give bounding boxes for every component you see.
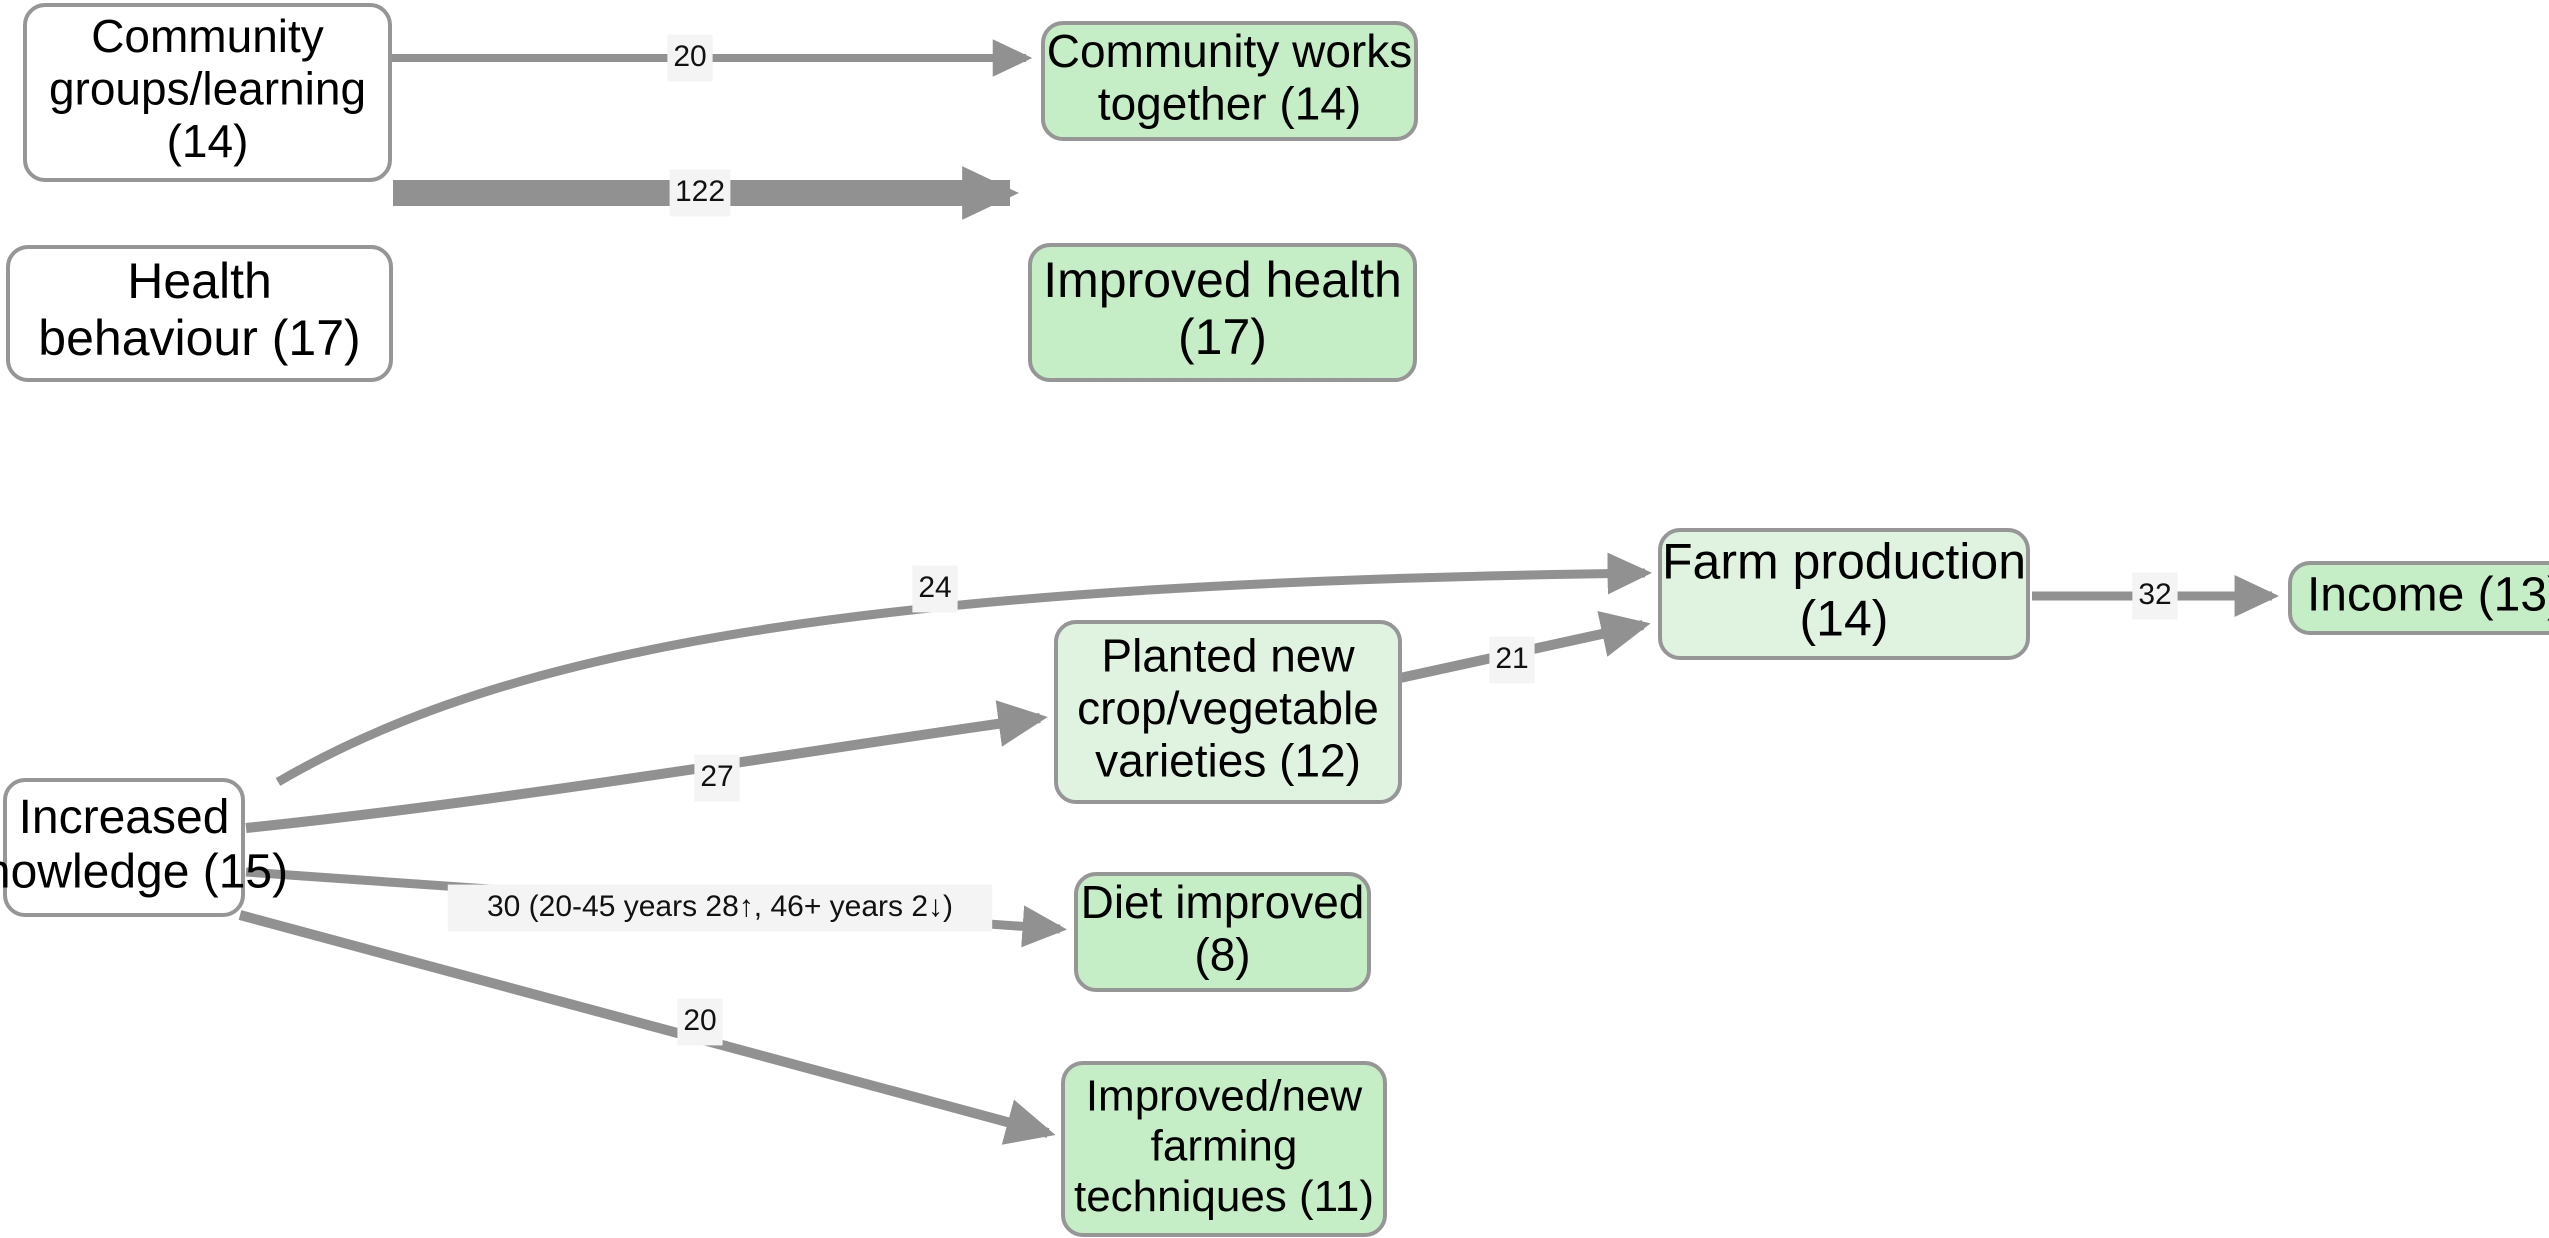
edge-increased-knowledge-to-planted-varieties	[245, 700, 1048, 833]
edge-label-text-increased-knowledge-to-farming-techniques: 20	[683, 1004, 716, 1037]
edge-label-planted-varieties-to-farm-production: 21	[1489, 636, 1535, 684]
edge-label-chip-planted-varieties-to-farm-production	[1489, 636, 1535, 684]
node-box-health-behaviour	[6, 245, 393, 382]
node-label-improved-health-line-1: (17)	[1178, 309, 1267, 365]
edge-label-chip-farm-production-to-income	[2132, 572, 2178, 620]
edge-label-text-farm-production-to-income: 32	[2138, 578, 2171, 611]
node-label-community-groups-learning-line-1: groups/learning	[49, 63, 366, 115]
node-box-improved-new-farming-techniques	[1061, 1061, 1387, 1237]
edge-label-health-behaviour-to-improved-health: 122	[669, 169, 731, 217]
node-label-planted-new-crop-varieties-line-1: crop/vegetable	[1077, 682, 1379, 734]
node-box-income	[2288, 561, 2549, 635]
edge-increased-knowledge-to-farming-techniques	[238, 910, 1056, 1145]
node-label-improved-new-farming-techniques-line-1: farming	[1151, 1122, 1298, 1171]
node-box-farm-production	[1658, 528, 2030, 660]
node-label-farm-production-line-0: Farm production	[1662, 534, 2026, 590]
edge-label-text-community-groups-to-community-works: 20	[673, 40, 706, 73]
node-label-diet-improved-line-1: (8)	[1194, 928, 1250, 980]
edge-label-text-health-behaviour-to-improved-health: 122	[675, 175, 725, 208]
node-box-planted-new-crop-varieties	[1054, 620, 1402, 804]
edge-label-text-increased-knowledge-to-diet-improved: 30 (20-45 years 28↑, 46+ years 2↓)	[487, 890, 953, 923]
node-farm-production[interactable]: Farm production(14)	[1658, 528, 2030, 660]
node-label-increased-knowledge-line-0: Increased	[19, 791, 230, 844]
edge-increased-knowledge-to-farm-production	[275, 552, 1653, 786]
edge-label-text-increased-knowledge-to-farm-production: 24	[918, 571, 951, 604]
node-label-income-line-0: Income (13)	[2307, 569, 2549, 622]
node-label-community-works-together-line-0: Community works	[1047, 25, 1413, 77]
node-label-community-groups-learning-line-2: (14)	[167, 115, 249, 167]
node-increased-knowledge[interactable]: Increasedknowledge (15)	[0, 778, 288, 917]
edge-label-farm-production-to-income: 32	[2132, 572, 2178, 620]
edge-label-text-planted-varieties-to-farm-production: 21	[1495, 642, 1528, 675]
node-box-diet-improved	[1074, 872, 1371, 992]
node-label-improved-new-farming-techniques-line-0: Improved/new	[1086, 1071, 1363, 1120]
node-label-planted-new-crop-varieties-line-2: varieties (12)	[1095, 735, 1361, 787]
node-label-improved-health-line-0: Improved health	[1043, 252, 1402, 308]
node-box-increased-knowledge	[3, 778, 245, 917]
edge-label-chip-increased-knowledge-to-planted-varieties	[694, 754, 740, 802]
edge-labels-layer: 20 122 24 27 30 (20-45 years 28↑, 46+ years …	[447, 34, 2178, 1046]
node-label-community-groups-learning-line-0: Community	[91, 10, 324, 62]
node-label-increased-knowledge-line-1: knowledge (15)	[0, 846, 288, 899]
edge-label-chip-increased-knowledge-to-farm-production	[912, 565, 958, 613]
node-label-community-works-together-line-1: together (14)	[1098, 77, 1361, 129]
node-label-health-behaviour-line-1: behaviour (17)	[38, 310, 360, 366]
edge-label-community-groups-to-community-works: 20	[667, 34, 713, 82]
node-box-community-works-together	[1041, 21, 1418, 141]
node-label-health-behaviour-line-0: Health	[127, 253, 272, 309]
edge-label-increased-knowledge-to-planted-varieties: 27	[694, 754, 740, 802]
edge-label-chip-community-groups-to-community-works	[667, 34, 713, 82]
node-box-improved-health	[1028, 243, 1417, 382]
edge-label-increased-knowledge-to-farm-production: 24	[912, 565, 958, 613]
edge-label-chip-increased-knowledge-to-diet-improved	[447, 884, 993, 932]
edge-label-text-increased-knowledge-to-planted-varieties: 27	[700, 760, 733, 793]
node-label-diet-improved-line-0: Diet improved	[1081, 876, 1365, 928]
node-improved-health[interactable]: Improved health(17)	[1028, 243, 1417, 382]
edge-label-increased-knowledge-to-farming-techniques: 20	[677, 998, 723, 1046]
edge-label-chip-increased-knowledge-to-farming-techniques	[677, 998, 723, 1046]
node-label-planted-new-crop-varieties-line-0: Planted new	[1101, 630, 1355, 682]
edge-label-chip-health-behaviour-to-improved-health	[669, 169, 731, 217]
node-diet-improved[interactable]: Diet improved(8)	[1074, 872, 1371, 992]
node-income[interactable]: Income (13)	[2288, 561, 2549, 635]
node-box-community-groups-learning	[23, 3, 392, 182]
node-label-improved-new-farming-techniques-line-2: techniques (11)	[1074, 1172, 1374, 1221]
node-label-farm-production-line-1: (14)	[1800, 591, 1889, 647]
edge-label-increased-knowledge-to-diet-improved: 30 (20-45 years 28↑, 46+ years 2↓)	[447, 884, 993, 932]
